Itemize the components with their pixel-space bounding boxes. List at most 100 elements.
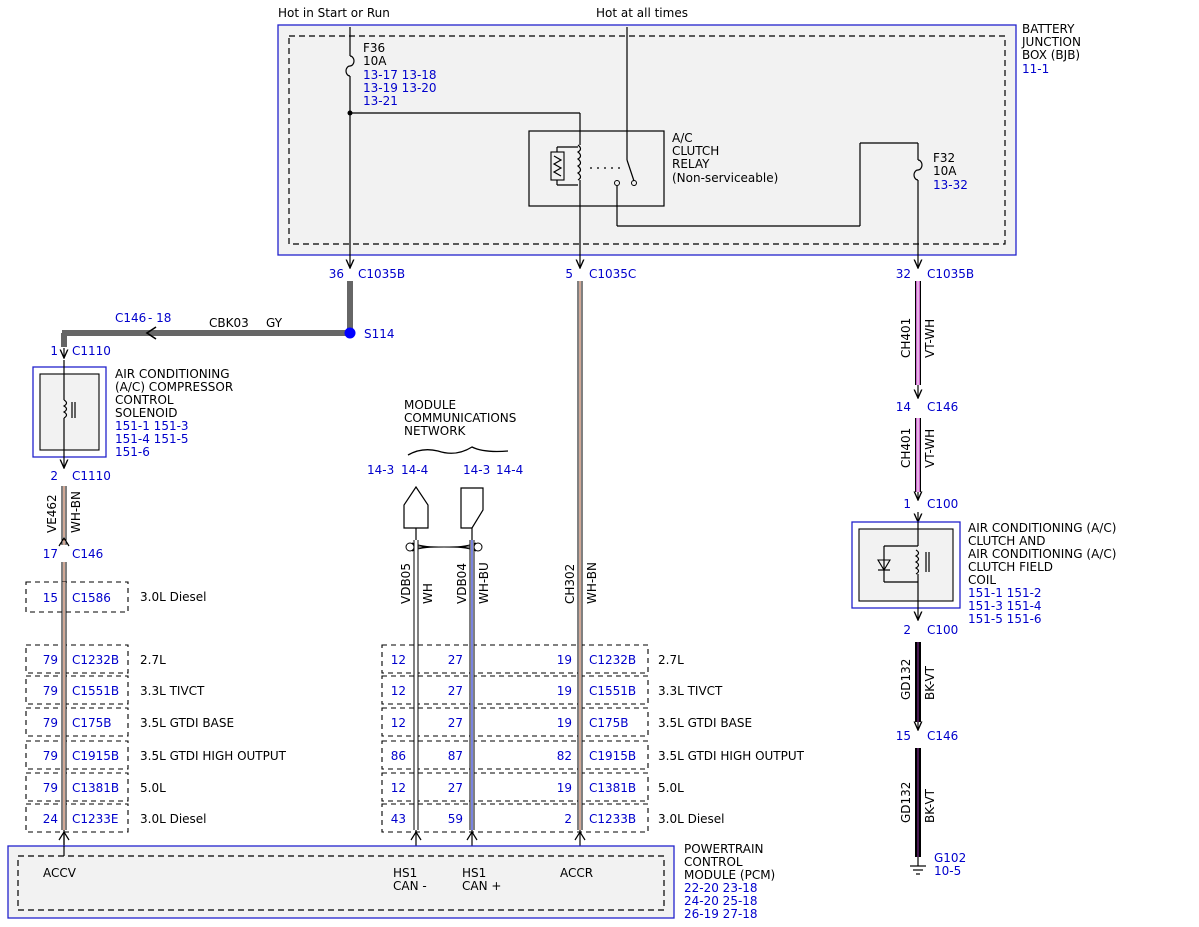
f32-fuse-icon <box>913 159 923 181</box>
pcm-ref-1[interactable]: 22-20 23-18 <box>684 881 758 895</box>
pcm-row-engine-left: 5.0L <box>140 781 166 795</box>
relay-label-4: (Non-serviceable) <box>672 171 778 185</box>
gd132-a-circuit: GD132 <box>899 659 913 700</box>
pcm-row-engine-left: 3.0L Diesel <box>140 812 207 826</box>
bjb-inner-box <box>288 35 1006 245</box>
ch302-circuit: CH302 <box>563 564 577 604</box>
pcm-row-left-conn[interactable]: C1915B <box>72 749 119 763</box>
ground-icon <box>910 865 926 875</box>
clutch-ref-3[interactable]: 151-5 151-6 <box>968 612 1042 626</box>
pcm-row-pin-can-plus: 27 <box>448 716 463 730</box>
clutch-ref-2[interactable]: 151-3 151-4 <box>968 599 1042 613</box>
clutch-label-3: AIR CONDITIONING (A/C) <box>968 547 1116 561</box>
gd132-a-conn[interactable]: C146 <box>927 729 958 743</box>
clutch-label-2: CLUTCH AND <box>968 534 1046 548</box>
ground-name[interactable]: G102 <box>934 851 966 865</box>
clutch-ref-1[interactable]: 151-1 151-2 <box>968 586 1042 600</box>
pcm-row-right-conn[interactable]: C1233B <box>589 812 636 826</box>
diesel-left-conn[interactable]: C1586 <box>72 591 111 605</box>
splice-name[interactable]: S114 <box>364 327 395 341</box>
solenoid-conn-2[interactable]: C1110 <box>72 469 111 483</box>
pcm-row-right-conn[interactable]: C175B <box>589 716 629 730</box>
pcm-row-pin-accr: 19 <box>557 684 572 698</box>
pcm-row-pin-accr: 82 <box>557 749 572 763</box>
splice-c146[interactable]: C146 <box>115 311 146 325</box>
solenoid-label-2: (A/C) COMPRESSOR <box>115 380 233 394</box>
pcm-row-pin-can-minus: 12 <box>391 653 406 667</box>
pcm-row-left-pin: 24 <box>43 812 58 826</box>
vdb04-color: WH-BU <box>477 562 491 604</box>
mcn-ref-b2[interactable]: 14-4 <box>496 463 523 477</box>
bjb-ref-link[interactable]: 11-1 <box>1022 62 1049 76</box>
gd132-a-pin: 15 <box>896 729 911 743</box>
f36-ref-3[interactable]: 13-21 <box>363 94 398 108</box>
pcm-row-left-box <box>25 644 129 674</box>
pcm-row-left-conn[interactable]: C175B <box>72 716 112 730</box>
pcm-row-left-conn[interactable]: C1381B <box>72 781 119 795</box>
pcm-row-engine-left: 2.7L <box>140 653 166 667</box>
pcm-row-right-box <box>381 644 649 674</box>
clutch-label-4: CLUTCH FIELD <box>968 560 1053 574</box>
solenoid-ref-2[interactable]: 151-4 151-5 <box>115 432 189 446</box>
bjb-conn-c1035b-a[interactable]: C1035B <box>358 267 405 281</box>
hot-start-run-label: Hot in Start or Run <box>278 6 390 20</box>
pcm-row-pin-can-plus: 59 <box>448 812 463 826</box>
mcn-ref-a2[interactable]: 14-4 <box>401 463 428 477</box>
pcm-row-right-box <box>381 707 649 737</box>
f32-name: F32 <box>933 151 955 165</box>
pcm-ref-3[interactable]: 26-19 27-18 <box>684 907 758 921</box>
pcm-row-pin-can-plus: 87 <box>448 749 463 763</box>
clutch-pin-2: 2 <box>903 623 911 637</box>
ch401-a-conn[interactable]: C146 <box>927 400 958 414</box>
f36-fuse-icon <box>345 55 355 77</box>
pcm-hs1-minus-1: HS1 <box>393 866 417 880</box>
pcm-row-engine-right: 3.5L GTDI HIGH OUTPUT <box>658 749 805 763</box>
solenoid-conn-1[interactable]: C1110 <box>72 344 111 358</box>
f36-ref-1[interactable]: 13-17 13-18 <box>363 68 437 82</box>
bjb-conn-c1035b-b[interactable]: C1035B <box>927 267 974 281</box>
splice-c146-pin: - 18 <box>148 311 171 325</box>
vdb05-circuit: VDB05 <box>399 563 413 604</box>
splice-s114[interactable] <box>344 327 356 339</box>
pcm-row-left-conn[interactable]: C1232B <box>72 653 119 667</box>
clutch-coil-box <box>851 521 961 609</box>
pcm-row-left-conn[interactable]: C1551B <box>72 684 119 698</box>
relay-label-2: CLUTCH <box>672 144 719 158</box>
solenoid-ref-1[interactable]: 151-1 151-3 <box>115 419 189 433</box>
pcm-hs1-minus-2: CAN - <box>393 879 427 893</box>
solenoid-pin-1: 1 <box>50 344 58 358</box>
pcm-row-right-conn[interactable]: C1381B <box>589 781 636 795</box>
pcm-row-left-box <box>25 772 129 802</box>
f36-rating: 10A <box>363 54 387 68</box>
pcm-row-left-box <box>25 803 129 833</box>
pcm-row-right-conn[interactable]: C1915B <box>589 749 636 763</box>
pcm-row-right-conn[interactable]: C1232B <box>589 653 636 667</box>
diode-icon <box>877 559 891 572</box>
clutch-conn-2[interactable]: C100 <box>927 623 958 637</box>
ch401-a-pin: 14 <box>896 400 911 414</box>
pcm-row-pin-can-minus: 43 <box>391 812 406 826</box>
bjb-pin-5: 5 <box>565 267 573 281</box>
gd132-a-color: BK-VT <box>923 665 937 700</box>
ch401-a-circuit: CH401 <box>899 318 913 358</box>
solenoid-ref-3[interactable]: 151-6 <box>115 445 150 459</box>
f36-ref-2[interactable]: 13-19 13-20 <box>363 81 437 95</box>
pcm-row-pin-can-plus: 27 <box>448 781 463 795</box>
ve462-c146-conn[interactable]: C146 <box>72 547 103 561</box>
pcm-row-left-box <box>25 707 129 737</box>
pcm-row-left-pin: 79 <box>43 653 58 667</box>
pcm-ref-2[interactable]: 24-20 25-18 <box>684 894 758 908</box>
mcn-ref-a1[interactable]: 14-3 <box>367 463 394 477</box>
ch401-b-conn[interactable]: C100 <box>927 497 958 511</box>
pcm-row-left-conn[interactable]: C1233E <box>72 812 119 826</box>
pcm-row-left-pin: 79 <box>43 749 58 763</box>
ground-ref[interactable]: 10-5 <box>934 864 961 878</box>
f32-ref[interactable]: 13-32 <box>933 178 968 192</box>
mcn-ref-b1[interactable]: 14-3 <box>463 463 490 477</box>
bjb-conn-c1035c[interactable]: C1035C <box>589 267 636 281</box>
clutch-coil-icon <box>914 549 920 575</box>
ve462-circuit: VE462 <box>45 494 59 533</box>
ch401-b-circuit: CH401 <box>899 428 913 468</box>
pcm-row-right-conn[interactable]: C1551B <box>589 684 636 698</box>
solenoid-label-3: CONTROL <box>115 393 174 407</box>
